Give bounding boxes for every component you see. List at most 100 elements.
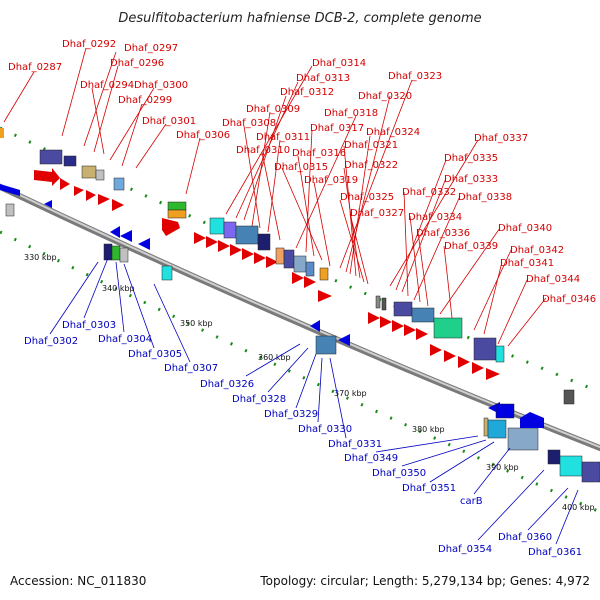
feature-block[interactable] [305,261,315,277]
feature-block[interactable] [473,337,497,361]
gene-label[interactable]: Dhaf_0329 [264,409,318,420]
feature-block[interactable] [0,128,4,138]
gene-label[interactable]: Dhaf_0312 [280,87,334,98]
gene-label[interactable]: Dhaf_0346 [542,294,596,305]
gene-arrow-fwd[interactable] [254,252,266,264]
gene-label[interactable]: Dhaf_0300 [134,80,188,91]
gene-label[interactable]: Dhaf_0333 [444,174,498,185]
gene-arrow-fwd[interactable] [98,194,110,205]
gene-label[interactable]: Dhaf_0361 [528,547,582,558]
feature-block[interactable] [283,249,295,269]
gene-label[interactable]: Dhaf_0301 [142,116,196,127]
gene-arrow-fwd[interactable] [304,276,316,288]
feature-block[interactable] [393,301,413,317]
feature-block[interactable] [411,307,435,323]
gene-arrow-fwd[interactable] [242,248,254,260]
feature-block[interactable] [495,403,515,419]
gene-label[interactable]: Dhaf_0349 [344,453,398,464]
gene-label[interactable]: Dhaf_0342 [510,245,564,256]
gene-label[interactable]: Dhaf_0297 [124,43,178,54]
feature-block[interactable] [581,461,600,483]
gene-label[interactable]: Dhaf_0320 [358,91,412,102]
gene-label[interactable]: Dhaf_0340 [498,223,552,234]
gene-arrow-rev[interactable] [0,184,20,196]
gene-arrow-fwd[interactable] [404,324,416,336]
gene-arrow-fwd[interactable] [86,190,96,201]
gene-label[interactable]: Dhaf_0339 [444,241,498,252]
feature-block[interactable] [235,225,259,245]
gene-arrow-fwd[interactable] [392,320,404,332]
gene-label[interactable]: Dhaf_0314 [312,58,366,69]
gene-arrow-rev[interactable] [138,238,150,250]
gene-arrow-fwd[interactable] [292,272,304,284]
feature-block[interactable] [381,297,387,311]
feature-block[interactable] [113,177,125,191]
gene-arrow-fwd[interactable] [380,316,392,328]
gene-label[interactable]: Dhaf_0330 [298,424,352,435]
gene-arrow-fwd[interactable] [472,362,484,374]
gene-label[interactable]: Dhaf_0294 [80,80,134,91]
feature-block[interactable] [257,233,271,251]
feature-block[interactable] [547,449,561,465]
feature-block[interactable] [111,245,121,261]
gene-arrow-rev[interactable] [338,334,350,346]
gene-label[interactable]: Dhaf_0360 [498,532,552,543]
feature-block[interactable] [319,267,329,281]
gene-label[interactable]: Dhaf_0354 [438,544,492,555]
gene-label[interactable]: Dhaf_0318 [324,108,378,119]
gene-label[interactable]: Dhaf_0350 [372,468,426,479]
feature-block[interactable] [95,169,105,181]
gene-label[interactable]: Dhaf_0307 [164,363,218,374]
gene-label[interactable]: Dhaf_0316 [292,148,346,159]
gene-arrow-fwd[interactable] [486,368,500,380]
gene-label[interactable]: Dhaf_0315 [274,162,328,173]
gene-label[interactable]: Dhaf_0332 [402,187,456,198]
gene-arrow-fwd[interactable] [60,178,70,190]
gene-label[interactable]: Dhaf_0311 [256,132,310,143]
gene-arrow-rev[interactable] [110,226,120,238]
feature-block[interactable] [483,417,489,437]
gene-label[interactable]: Dhaf_0322 [344,160,398,171]
gene-arrow-fwd[interactable] [112,199,124,211]
gene-label[interactable]: Dhaf_0303 [62,320,116,331]
gene-label[interactable]: Dhaf_0306 [176,130,230,141]
feature-block[interactable] [275,247,285,265]
feature-block[interactable] [39,149,63,165]
gene-arrow-fwd[interactable] [458,356,470,368]
feature-block[interactable] [119,247,129,263]
gene-label[interactable]: Dhaf_0296 [110,58,164,69]
feature-block[interactable] [487,419,507,439]
feature-block[interactable] [293,255,307,273]
gene-arrow-fwd[interactable] [206,236,218,248]
gene-label[interactable]: Dhaf_0341 [500,258,554,269]
feature-block[interactable] [507,427,539,451]
gene-label[interactable]: Dhaf_0327 [350,208,404,219]
gene-label[interactable]: Dhaf_0325 [340,192,394,203]
feature-block[interactable] [167,201,187,211]
gene-arrow-fwd[interactable] [34,168,60,186]
gene-arrow-rev[interactable] [520,412,544,428]
gene-label[interactable]: Dhaf_0334 [408,212,462,223]
gene-label[interactable]: Dhaf_0326 [200,379,254,390]
gene-label[interactable]: Dhaf_0321 [344,140,398,151]
gene-label[interactable]: Dhaf_0302 [24,336,78,347]
gene-label[interactable]: Dhaf_0308 [222,118,276,129]
gene-label[interactable]: Dhaf_0299 [118,95,172,106]
feature-block[interactable] [315,335,337,355]
feature-block[interactable] [5,203,15,217]
gene-arrow-fwd[interactable] [230,244,242,256]
gene-label[interactable]: Dhaf_0344 [526,274,580,285]
feature-block[interactable] [81,165,97,179]
gene-label[interactable]: Dhaf_0287 [8,62,62,73]
gene-arrow-fwd[interactable] [368,312,380,324]
gene-arrow-fwd[interactable] [444,350,456,362]
gene-label[interactable]: carB [460,496,483,507]
gene-label[interactable]: Dhaf_0305 [128,349,182,360]
feature-block[interactable] [559,455,583,477]
gene-label[interactable]: Dhaf_0304 [98,334,152,345]
gene-label[interactable]: Dhaf_0319 [304,175,358,186]
gene-label[interactable]: Dhaf_0310 [236,145,290,156]
gene-arrow-rev[interactable] [310,320,320,332]
gene-label[interactable]: Dhaf_0331 [328,439,382,450]
gene-label[interactable]: Dhaf_0351 [402,483,456,494]
